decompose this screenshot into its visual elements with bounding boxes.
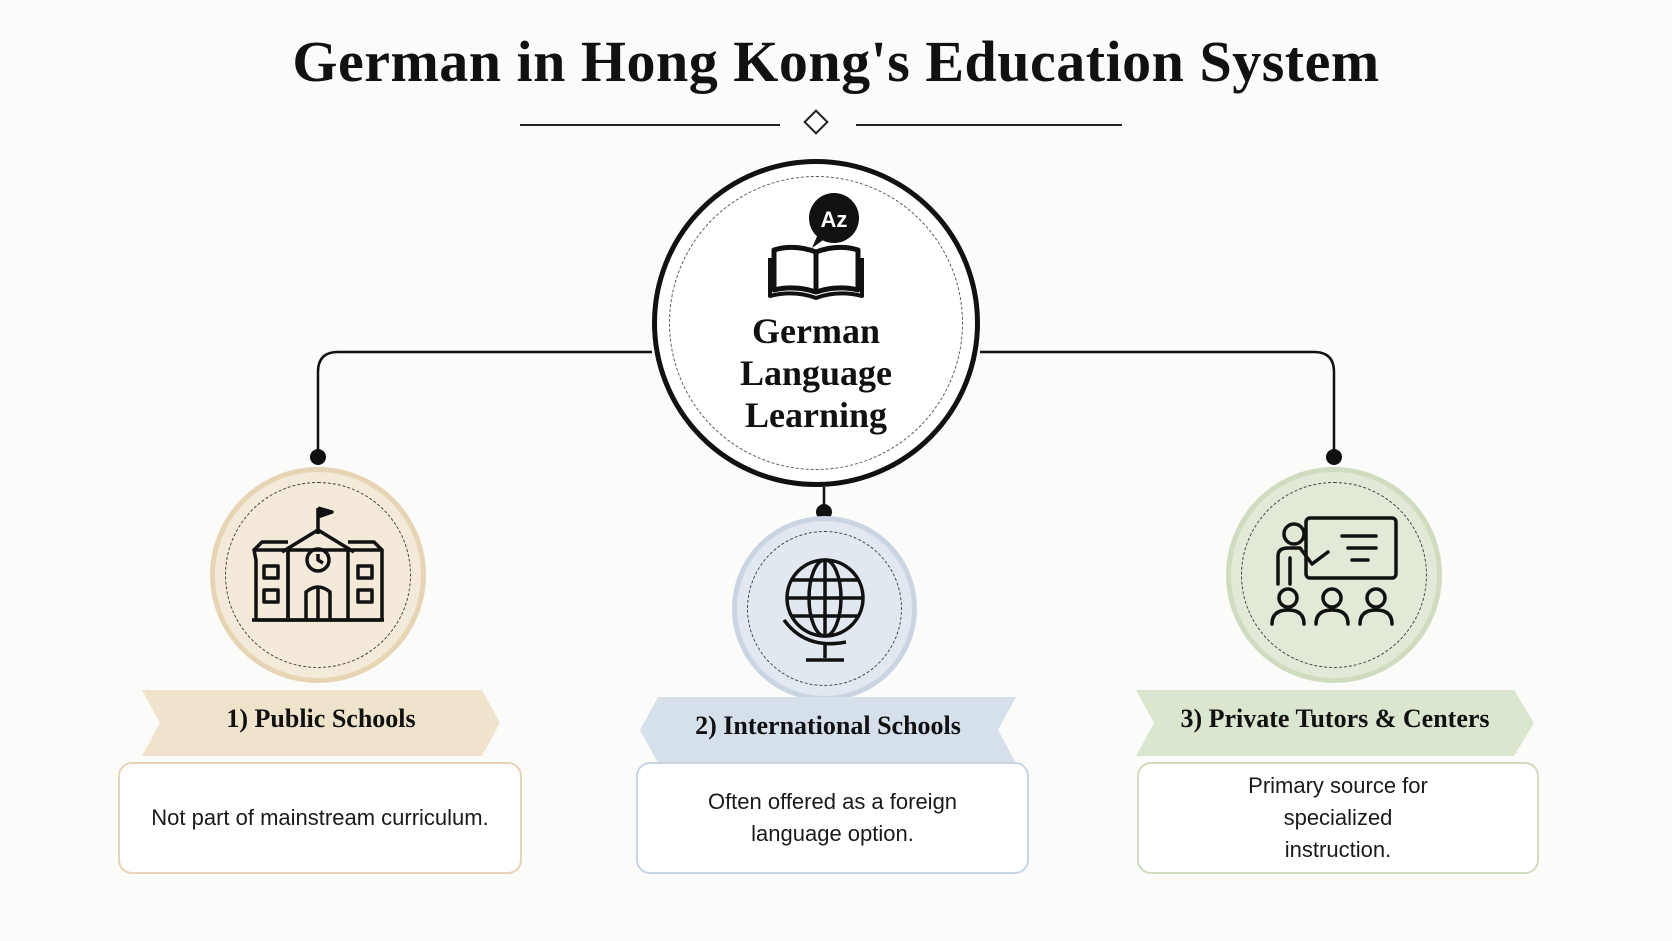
connector-dot-right <box>1326 449 1342 465</box>
private-tutors-ribbon <box>1136 690 1534 756</box>
svg-text:Az: Az <box>821 207 848 232</box>
connector-dot-left <box>310 449 326 465</box>
title-divider <box>520 109 1122 135</box>
public-schools-ribbon <box>142 690 500 756</box>
international-schools-description-card: Often offered as a foreign language opti… <box>636 762 1029 874</box>
hub-label: German Language Learning <box>739 311 893 435</box>
divider-diamond-icon <box>803 109 829 135</box>
connector-left <box>316 350 652 455</box>
private-tutors-description-card: Primary source for specialized instructi… <box>1137 762 1539 874</box>
international-schools-ribbon <box>640 697 1016 763</box>
page-title: German in Hong Kong's Education System <box>292 29 1380 94</box>
private-tutors-node <box>1226 467 1442 683</box>
international-schools-label: 2) International Schools <box>695 711 961 740</box>
globe-icon <box>782 558 865 662</box>
public-schools-label: 1) Public Schools <box>226 704 416 733</box>
hub-circle <box>652 159 980 487</box>
book-az-icon: Az <box>768 193 864 300</box>
public-schools-description-card: Not part of mainstream curriculum. <box>118 762 522 874</box>
private-tutors-label: 3) Private Tutors & Centers <box>1180 704 1490 733</box>
public-schools-description: Not part of mainstream curriculum. <box>151 805 489 830</box>
public-schools-node <box>210 467 426 683</box>
school-building-icon <box>252 506 384 622</box>
international-schools-description: Often offered as a foreign language opti… <box>707 789 958 846</box>
teacher-classroom-icon <box>1270 516 1398 626</box>
private-tutors-description: Primary source for specialized instructi… <box>1248 773 1428 862</box>
connector-right <box>980 350 1336 455</box>
